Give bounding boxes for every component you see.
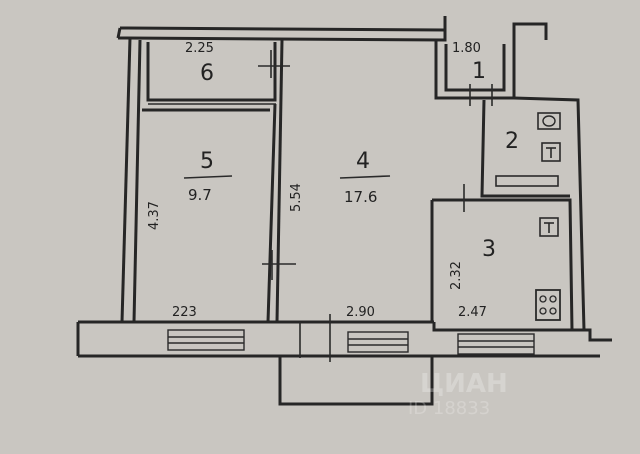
left-wall-inner bbox=[132, 39, 142, 323]
top-wall-end bbox=[116, 27, 122, 39]
room-6-number: 6 bbox=[200, 61, 214, 86]
room-3-top bbox=[432, 198, 574, 331]
toilet-box bbox=[537, 112, 561, 130]
kitchen-sink-icon bbox=[539, 217, 559, 237]
left-wall bbox=[120, 37, 132, 323]
room-3-bottom-dimension: 2.47 bbox=[458, 305, 487, 320]
sink-icon bbox=[541, 142, 561, 162]
room-2-outline bbox=[480, 99, 570, 198]
room-5-area: 9.7 bbox=[188, 186, 212, 204]
room-1-outline bbox=[434, 22, 548, 100]
room-5-fraction-line bbox=[183, 175, 233, 179]
right-wall bbox=[513, 96, 586, 331]
stove-icon bbox=[535, 289, 561, 321]
room-5-number: 5 bbox=[200, 149, 214, 174]
watermark-sub: ID 18833 bbox=[408, 398, 490, 419]
room-4-side-dimension: 5.54 bbox=[289, 183, 304, 212]
window-room-5 bbox=[167, 329, 245, 351]
room-4-fraction-line bbox=[339, 175, 391, 179]
bathtub bbox=[495, 175, 559, 187]
window-room-4 bbox=[347, 331, 409, 353]
room-4-number: 4 bbox=[356, 149, 370, 174]
room-3-number: 3 bbox=[482, 237, 496, 262]
room-2-number: 2 bbox=[505, 129, 519, 154]
window-room-3 bbox=[457, 333, 535, 355]
room-4-bottom-dimension: 2.90 bbox=[346, 305, 375, 320]
top-wall-inner bbox=[117, 26, 447, 42]
room-3-side-dimension: 2.32 bbox=[449, 261, 464, 290]
toilet-icon bbox=[542, 115, 556, 127]
room-4-area: 17.6 bbox=[344, 188, 377, 206]
partition-5-4-b bbox=[275, 39, 284, 323]
lower-balcony bbox=[278, 356, 434, 406]
room-5-side-dimension: 4.37 bbox=[147, 201, 162, 230]
partition-5-4 bbox=[266, 103, 277, 323]
room-1-number: 1 bbox=[472, 59, 486, 84]
room-1-inner bbox=[444, 44, 506, 92]
room-6-dimension: 2.25 bbox=[185, 41, 214, 56]
watermark-main: ЦИАН bbox=[420, 369, 508, 399]
room-5-bottom-dimension: 223 bbox=[172, 305, 197, 320]
room-1-dimension: 1.80 bbox=[452, 41, 481, 56]
room-6-outline bbox=[146, 42, 277, 102]
bottom-wall-right bbox=[432, 322, 612, 342]
